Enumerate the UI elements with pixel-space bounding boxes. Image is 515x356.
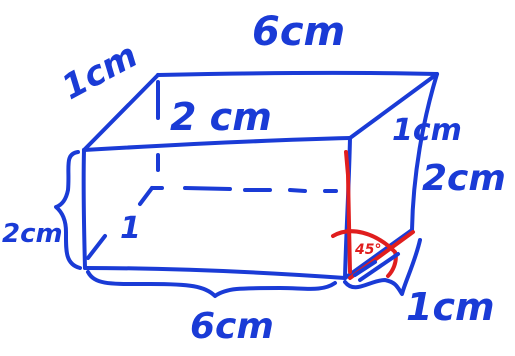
- left-height-label: 2cm: [2, 219, 63, 249]
- angle-label: 45°: [354, 242, 381, 258]
- bottom-length-brace: [86, 270, 337, 298]
- top-left-depth-edge: [82, 73, 160, 152]
- front-top-edge: [82, 136, 352, 152]
- bottom-right-depth-label: 1cm: [406, 285, 495, 329]
- top-right-depth-edge: [348, 72, 439, 140]
- back-top-edge: [156, 70, 439, 77]
- right-top-depth-label: 1cm: [392, 113, 462, 148]
- hidden-depth-label: 1: [120, 211, 141, 246]
- red-vertical-edge: [344, 150, 352, 274]
- inner-height-label: 2 cm: [170, 95, 272, 139]
- top-left-depth-label: 1cm: [55, 35, 144, 108]
- visible-edges: [81, 70, 439, 280]
- hidden-edges: [86, 80, 338, 260]
- bottom-right-depth-edge: [343, 228, 414, 280]
- dimension-braces: [54, 150, 422, 298]
- hidden-depth-edge: [86, 186, 154, 260]
- top-length-label: 6cm: [252, 9, 345, 55]
- bottom-right-depth-brace: [343, 238, 422, 296]
- back-right-edge: [410, 72, 439, 232]
- red-angle-arc: [331, 229, 398, 278]
- angle-annotation: [331, 150, 415, 282]
- labels: 6cm 1cm 2 cm 1cm 2cm 2cm 1 6cm 1cm 45°: [2, 9, 506, 347]
- front-left-edge: [81, 148, 87, 270]
- hidden-bottom-edge: [150, 186, 338, 193]
- front-bottom-edge: [83, 266, 347, 280]
- left-height-brace: [54, 150, 82, 270]
- bottom-length-label: 6cm: [190, 306, 274, 347]
- angle-hatch: [353, 252, 400, 282]
- right-height-label: 2cm: [422, 158, 506, 199]
